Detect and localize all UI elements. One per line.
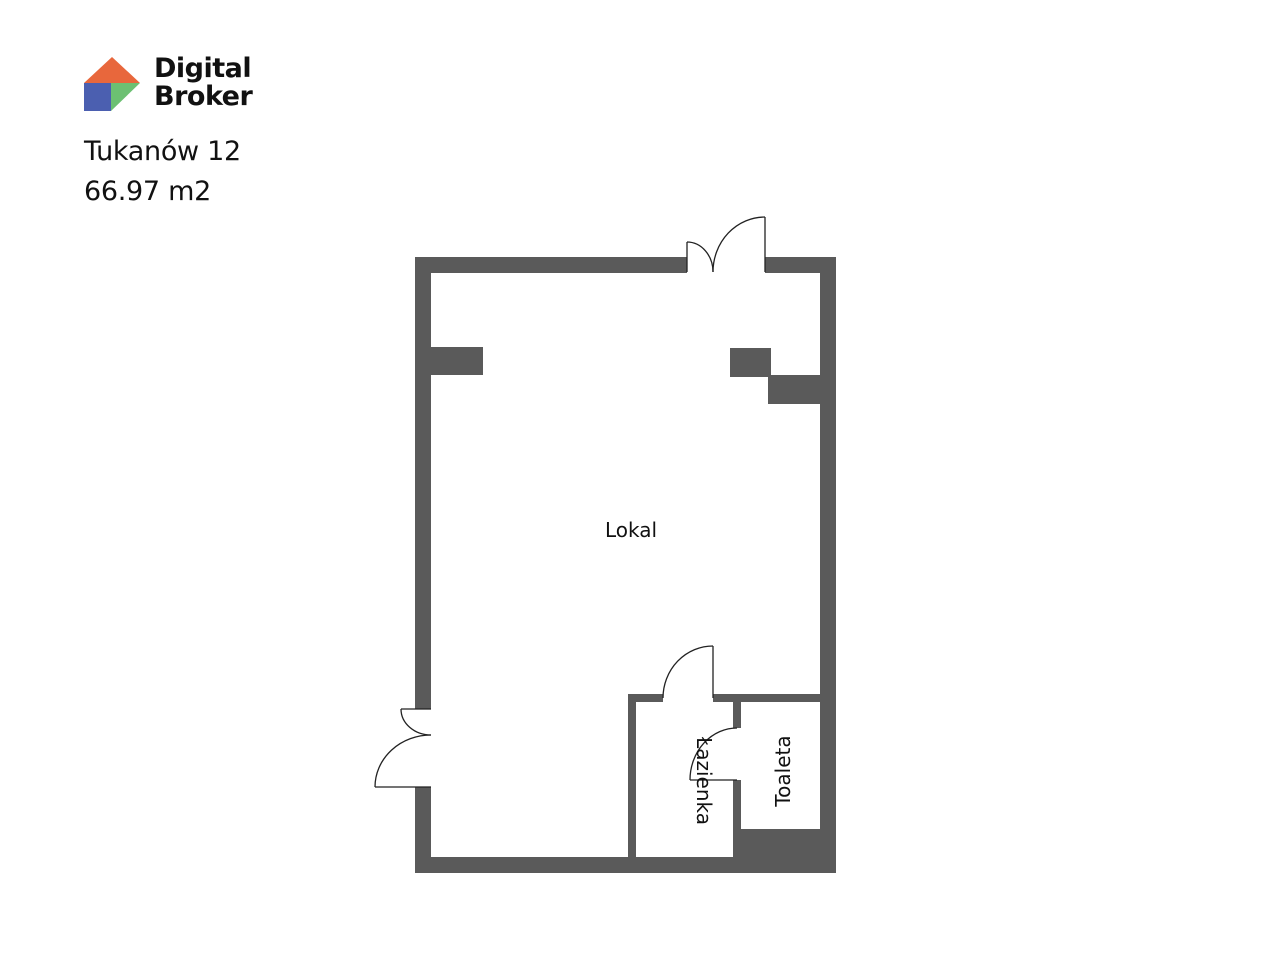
room-label-bathroom: Łazienka xyxy=(692,736,716,825)
wall-partition-lower xyxy=(733,780,741,857)
wall-bathroom-left xyxy=(628,694,636,857)
wall-top-left xyxy=(415,257,687,273)
door-entrance-swing-right xyxy=(712,216,766,273)
floorplan-doors xyxy=(374,216,766,788)
wall-partition-upper xyxy=(733,702,741,728)
logo-left-shape xyxy=(84,83,111,111)
door-side-swing-top xyxy=(400,708,432,736)
wall-right xyxy=(820,257,836,873)
door-side-swing-bottom xyxy=(374,734,432,788)
listing-address: Tukanów 12 xyxy=(84,136,241,167)
pillar-right-b xyxy=(768,375,820,404)
listing-info: Tukanów 12 66.97 m2 xyxy=(84,132,241,212)
floorplan-walls xyxy=(415,257,836,873)
door-bathroom-swing xyxy=(662,645,714,699)
shaft-block xyxy=(741,829,820,857)
wall-bottom xyxy=(415,857,836,873)
house-logo-icon xyxy=(84,57,140,111)
pillar-left xyxy=(431,347,483,375)
room-label-toilet: Toaleta xyxy=(771,735,795,807)
wall-bathroom-top-left xyxy=(628,694,663,702)
brand-name: Digital Broker xyxy=(154,53,253,112)
wall-left-upper xyxy=(415,257,431,709)
brand-line-2: Broker xyxy=(154,81,253,112)
brand-line-1: Digital xyxy=(154,53,252,84)
wall-bathroom-top-right xyxy=(713,694,820,702)
logo-right-shape xyxy=(111,83,140,111)
door-entrance-swing-left xyxy=(686,241,714,273)
brand-logo: Digital Broker xyxy=(82,55,272,117)
wall-left-lower xyxy=(415,787,431,873)
wall-top-right xyxy=(765,257,836,273)
listing-area: 66.97 m2 xyxy=(84,176,211,207)
room-label-main: Lokal xyxy=(605,518,657,542)
logo-roof-shape xyxy=(84,57,140,83)
pillar-right-a xyxy=(730,348,771,377)
door-toilet-swing xyxy=(689,727,738,781)
